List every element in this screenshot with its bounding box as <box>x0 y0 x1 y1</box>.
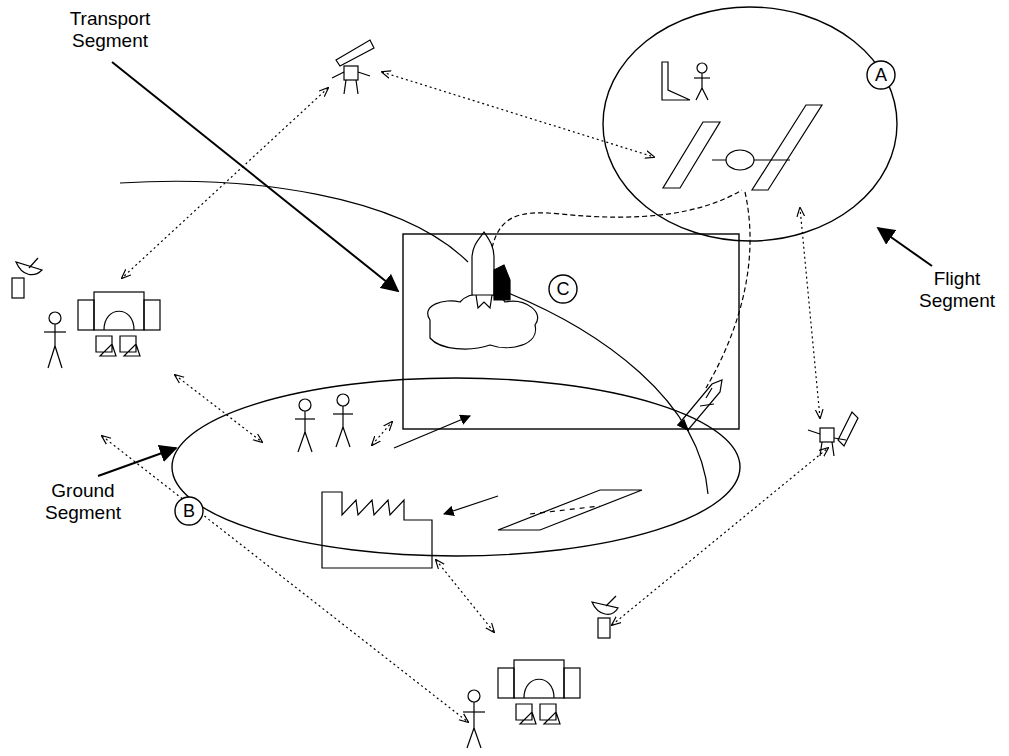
node-outline <box>171 377 741 557</box>
segment-label: Flight Segment <box>912 268 1002 312</box>
astronaut <box>694 63 710 100</box>
ground-station <box>463 596 618 748</box>
leader-arrow <box>878 228 932 266</box>
transfer-arrow <box>394 416 470 448</box>
relay-satellite <box>808 412 858 456</box>
runway <box>498 490 642 530</box>
ground-station <box>12 258 160 368</box>
ascent-path <box>492 190 742 248</box>
comm-links <box>102 72 828 722</box>
flight-segment-region: Flight SegmentA <box>602 6 898 242</box>
launch-trajectory <box>120 181 468 262</box>
node-outline <box>602 6 898 242</box>
callout-circle: C <box>548 274 578 304</box>
relay-satellite <box>332 40 374 94</box>
ground-crew <box>295 394 353 452</box>
return-arrow <box>444 496 498 514</box>
callout-circle: B <box>174 496 204 526</box>
callout-letter: C <box>557 279 570 299</box>
robot-arm <box>662 62 690 100</box>
transport-segment-region: Transport SegmentC <box>402 233 740 430</box>
return-path <box>706 192 750 388</box>
leader-arrow <box>112 62 398 291</box>
leader-arrow <box>98 448 176 476</box>
orbiter <box>678 380 722 430</box>
segment-label: Ground Segment <box>38 480 128 524</box>
segment-label: Transport Segment <box>60 8 160 52</box>
ground-segment-region: Ground Segment <box>171 377 741 557</box>
node-outline <box>402 233 740 430</box>
factory <box>322 492 432 568</box>
callout-circle: A <box>866 60 896 90</box>
space-station <box>663 105 822 190</box>
callout-letter: A <box>875 65 887 85</box>
callout-letter: B <box>183 501 195 521</box>
shuttle-launch <box>428 232 538 349</box>
